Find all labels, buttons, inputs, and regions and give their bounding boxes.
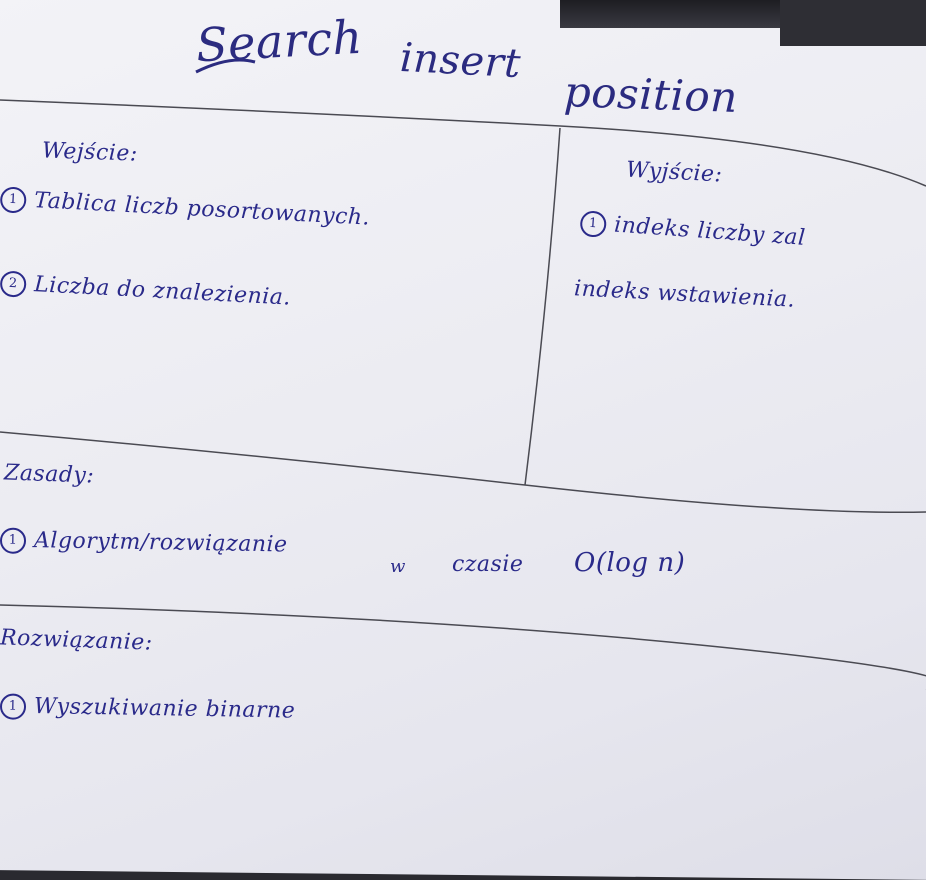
io-bottom-line	[0, 431, 926, 514]
rules-bottom-line	[0, 604, 926, 690]
rules-item-1-complexity: O(log n)	[574, 548, 686, 578]
rules-item-1-czasie: czasie	[452, 552, 524, 577]
number-circle: 2	[0, 270, 27, 298]
title-insert: insert	[398, 34, 523, 88]
number-circle: 1	[0, 693, 27, 720]
title-swoosh	[195, 58, 256, 74]
rules-item-1-text: Algorytm/rozwiązanie	[33, 528, 288, 558]
number-circle: 1	[579, 210, 608, 238]
ruled-lines	[0, 58, 926, 690]
solution-heading: Rozwiązanie:	[0, 625, 154, 656]
rules-item-1-w: w	[390, 556, 406, 577]
title-underline	[0, 99, 926, 187]
title-search: Search	[194, 9, 364, 73]
rules-heading: Zasady:	[3, 460, 95, 489]
title-position: position	[563, 66, 739, 123]
outputs-heading: Wyjście:	[625, 157, 724, 188]
number-circle: 1	[0, 527, 27, 554]
inputs-heading: Wejście:	[41, 138, 139, 167]
solution-item-1-text: Wyszukiwanie binarne	[33, 694, 296, 724]
number-circle: 1	[0, 186, 27, 214]
column-divider	[524, 127, 561, 486]
background-edge-right	[780, 0, 926, 46]
